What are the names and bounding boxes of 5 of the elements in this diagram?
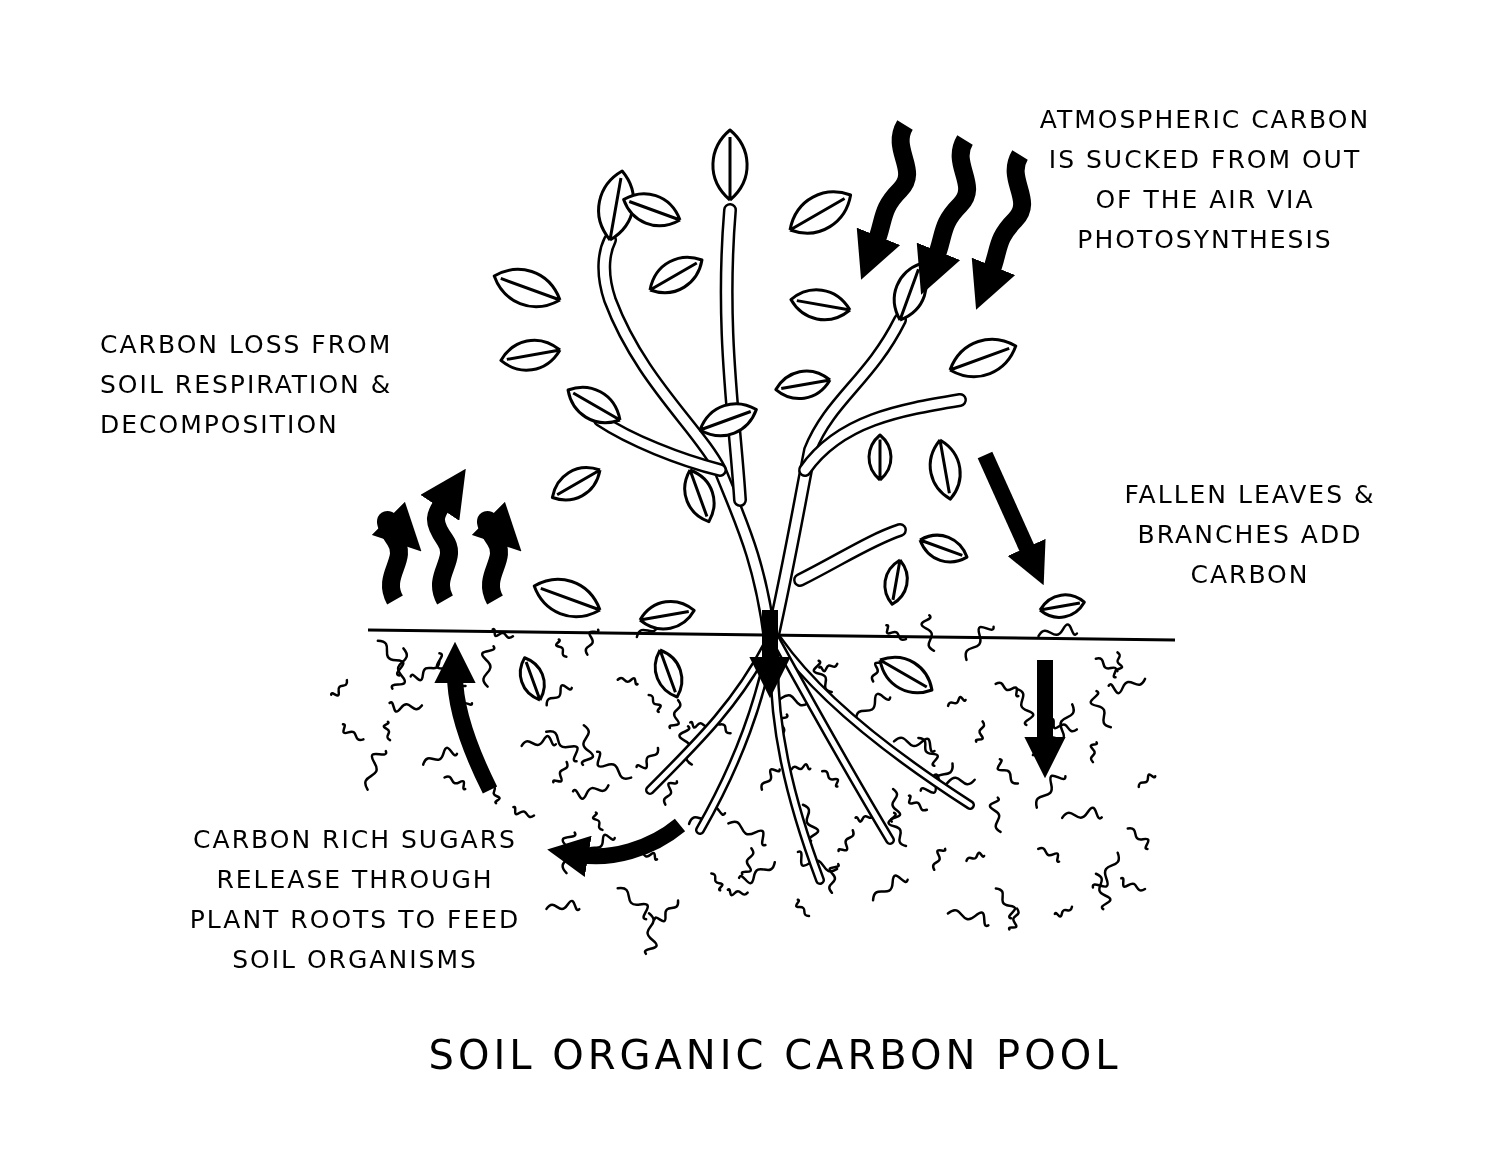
annotation-text: FALLEN LEAVES & BRANCHES ADD CARBON (1123, 479, 1377, 591)
annotation-text: ATMOSPHERIC CARBON IS SUCKED FROM OUT OF THE AIR VIA PHOTOSYNTHESIS (1038, 104, 1372, 256)
annotation-text: CARBON RICH SUGARS RELEASE THROUGH PLANT ROOTS TO FEED SOIL ORGANISMS (188, 824, 522, 976)
annotation-text: CARBON LOSS FROM SOIL RESPIRATION & DECOMPOSITION (100, 329, 394, 441)
caption: SOIL ORGANIC CARBON POOL (427, 1031, 1123, 1080)
